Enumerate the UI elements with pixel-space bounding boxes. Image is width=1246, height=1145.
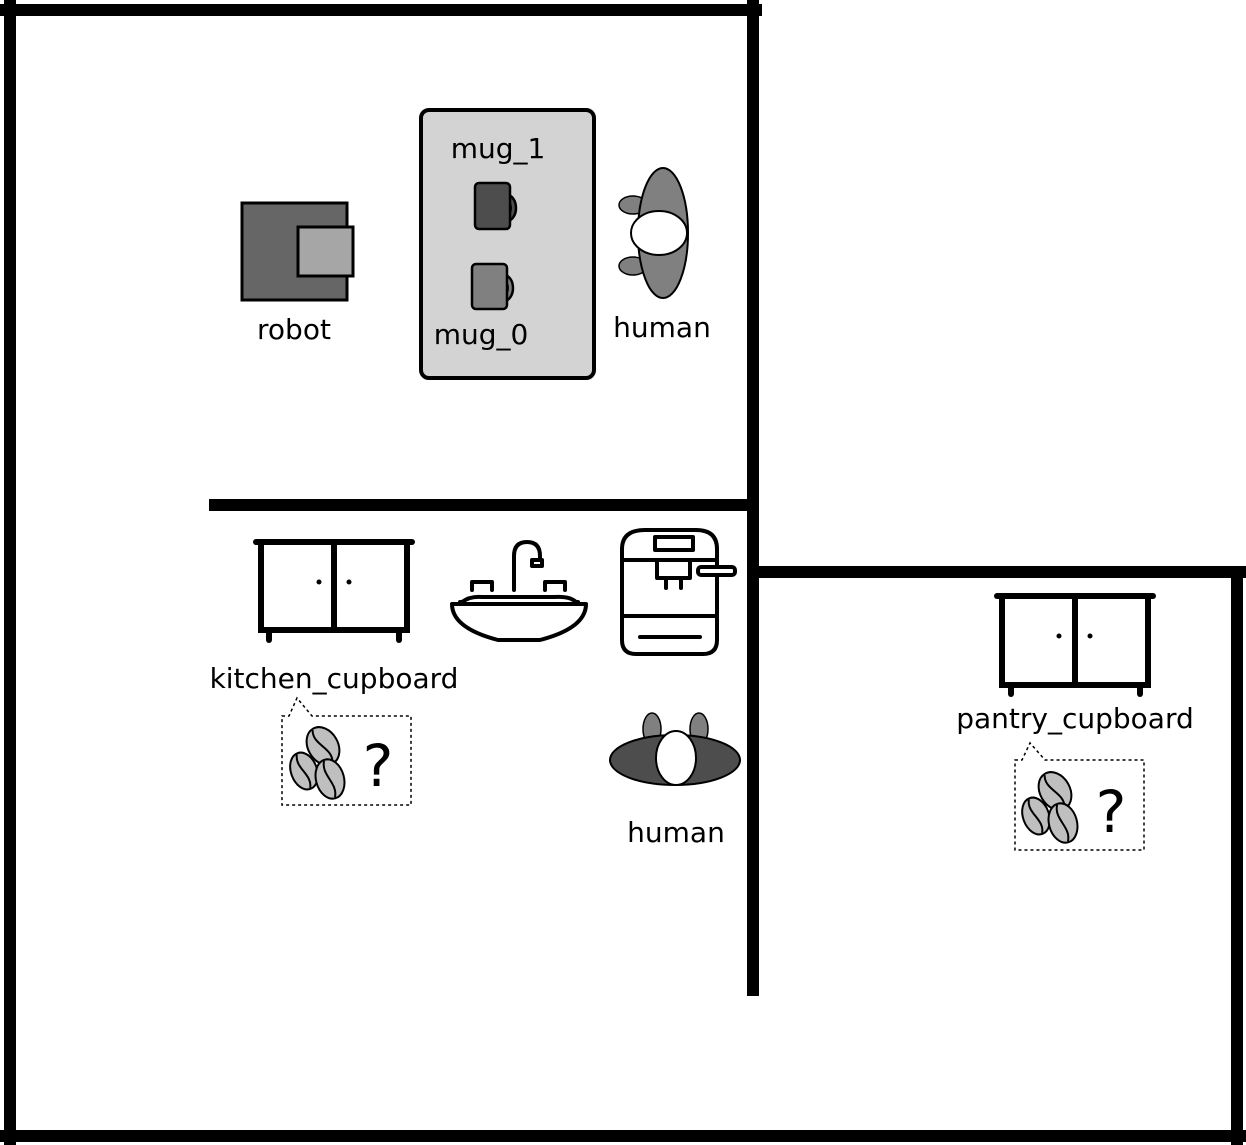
kitchen-unknown-mark: ? (363, 732, 394, 800)
mug-icon (473, 181, 518, 231)
cupboard-icon (253, 539, 415, 643)
coffee-beans-icon (289, 726, 346, 800)
pantry-cupboard-label: pantry_cupboard (956, 702, 1194, 735)
mug-1-label: mug_1 (451, 132, 546, 165)
robot-label: robot (257, 313, 331, 346)
mug-icon (470, 262, 515, 311)
pantry-cupboard: pantry_cupboard ? (956, 593, 1194, 851)
mug-0-label: mug_0 (434, 318, 529, 351)
human-icon (609, 712, 741, 786)
robot: robot (240, 201, 355, 346)
coffee-machine-icon (620, 528, 737, 656)
human-icon (618, 167, 689, 299)
kitchen-cupboard: kitchen_cupboard ? (210, 539, 459, 806)
coffee-machine (620, 528, 737, 656)
human-bottom: human (609, 712, 741, 849)
kitchen-cupboard-thought-bubble: ? (281, 696, 412, 806)
pantry-cupboard-thought-bubble: ? (1014, 741, 1145, 851)
human-top: human (613, 167, 711, 344)
table-icon (419, 108, 596, 380)
sink-icon (450, 540, 588, 642)
kitchen-cupboard-label: kitchen_cupboard (210, 662, 459, 695)
pantry-unknown-mark: ? (1096, 778, 1127, 846)
cupboard-icon (994, 593, 1156, 697)
robot-icon (240, 201, 355, 302)
human-bottom-label: human (627, 816, 725, 849)
human-top-label: human (613, 311, 711, 344)
coffee-beans-icon (1021, 771, 1079, 844)
table: mug_1 mug_0 (419, 108, 596, 380)
sink (450, 540, 588, 642)
